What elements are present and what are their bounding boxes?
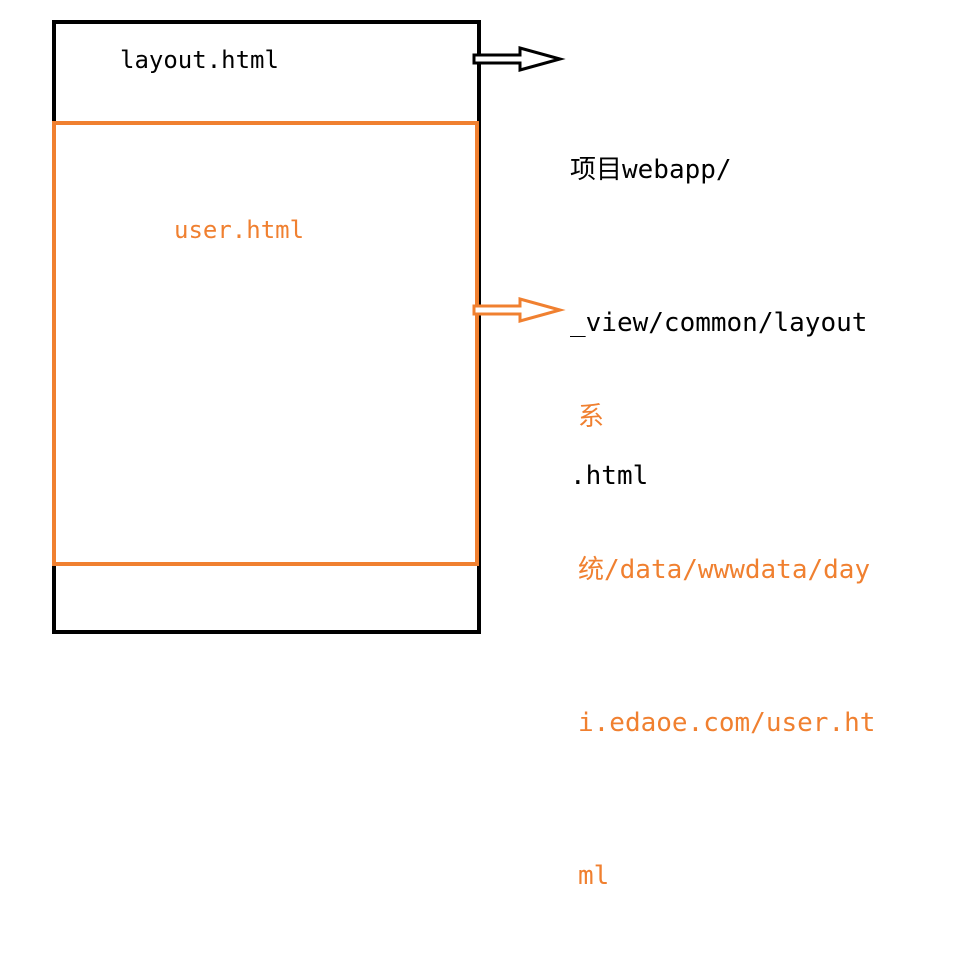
user-path-text: 系 统/data/wwwdata/day i.edaoe.com/user.ht…: [578, 290, 875, 953]
user-html-label: user.html: [174, 216, 305, 244]
layout-path-line: 项目webapp/: [570, 155, 732, 185]
layout-arrow-icon: [472, 46, 566, 72]
user-path-line: ml: [578, 861, 610, 891]
layout-path-line: _view/common/layout: [570, 308, 868, 338]
layout-path-text: 项目webapp/ _view/common/layout .html: [570, 43, 867, 553]
user-path-line: 系: [578, 402, 605, 432]
user-arrow-icon: [472, 297, 566, 323]
user-path-line: i.edaoe.com/user.ht: [578, 708, 876, 738]
layout-path-line: .html: [570, 461, 649, 491]
user-html-box: [52, 121, 479, 566]
layout-html-label: layout.html: [120, 46, 279, 74]
user-path-line: 统/data/wwwdata/day: [578, 555, 871, 585]
